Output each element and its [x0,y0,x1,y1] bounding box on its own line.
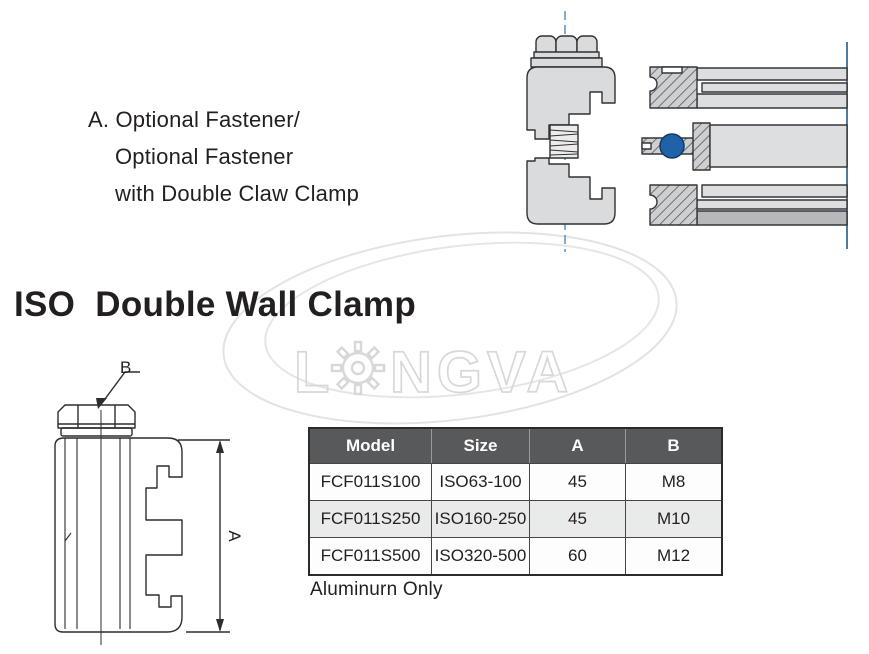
annotation-line-3: with Double Claw Clamp [115,181,360,206]
watermark-text-l: L [294,340,334,405]
cell-b: M12 [625,537,723,576]
cell-size: ISO160-250 [431,500,530,538]
watermark-logo: L NGVA [293,339,573,406]
table-row: FCF011S100 ISO63-100 45 M8 [308,463,723,501]
lower-claw [526,157,616,225]
col-header-b: B [625,427,723,464]
cell-b: M10 [625,500,723,538]
col-header-a: A [529,427,626,464]
col-header-model: Model [308,427,432,464]
spec-table: Model Size A B FCF011S100 ISO63-100 45 M… [308,427,723,576]
clamp-body-outline [54,437,183,633]
washer [530,57,603,68]
inner-lines [64,410,131,645]
table-header-row: Model Size A B [308,427,723,464]
cell-model: FCF011S250 [308,500,432,538]
bolt-head [533,35,600,59]
dim-line-a [178,439,230,633]
dim-label-a: A [225,530,243,542]
table-row: FCF011S250 ISO160-250 45 M10 [308,500,723,538]
bolt-head-outline [57,404,136,437]
annotation-line-2: Optional Fastener [115,144,294,169]
page-title: ISO Double Wall Clamp [14,285,417,324]
dim-leader-b [96,371,140,409]
flange-cross-section-drawing [641,42,848,249]
clamp-dimension-drawing: B A [54,358,243,645]
cell-model: FCF011S100 [308,463,432,501]
gear-icon [330,340,386,396]
watermark-text-ngva: NGVA [390,340,573,405]
annotation-line-1: A. Optional Fastener/ [88,107,301,132]
dim-label-b: B [120,358,131,377]
watermark-ellipse-inner [264,241,660,399]
cell-a: 45 [529,463,626,501]
material-note: Aluminurn Only [310,579,443,600]
cell-b: M8 [625,463,723,501]
table-row: FCF011S500 ISO320-500 60 M12 [308,537,723,576]
o-ring [659,133,685,159]
top-flange [649,66,848,109]
annotation-optional-fastener: A. Optional Fastener/ Optional Fastener … [88,101,359,212]
cell-size: ISO320-500 [431,537,530,576]
cell-model: FCF011S500 [308,537,432,576]
watermark-ellipse-outer [222,231,678,425]
cell-size: ISO63-100 [431,463,530,501]
cell-a: 60 [529,537,626,576]
bottom-flange [649,184,848,226]
claw-clamp-assembly-drawing [526,11,616,252]
col-header-size: Size [431,427,530,464]
threaded-stud [549,124,579,159]
middle-flange [641,122,848,171]
cell-a: 45 [529,500,626,538]
